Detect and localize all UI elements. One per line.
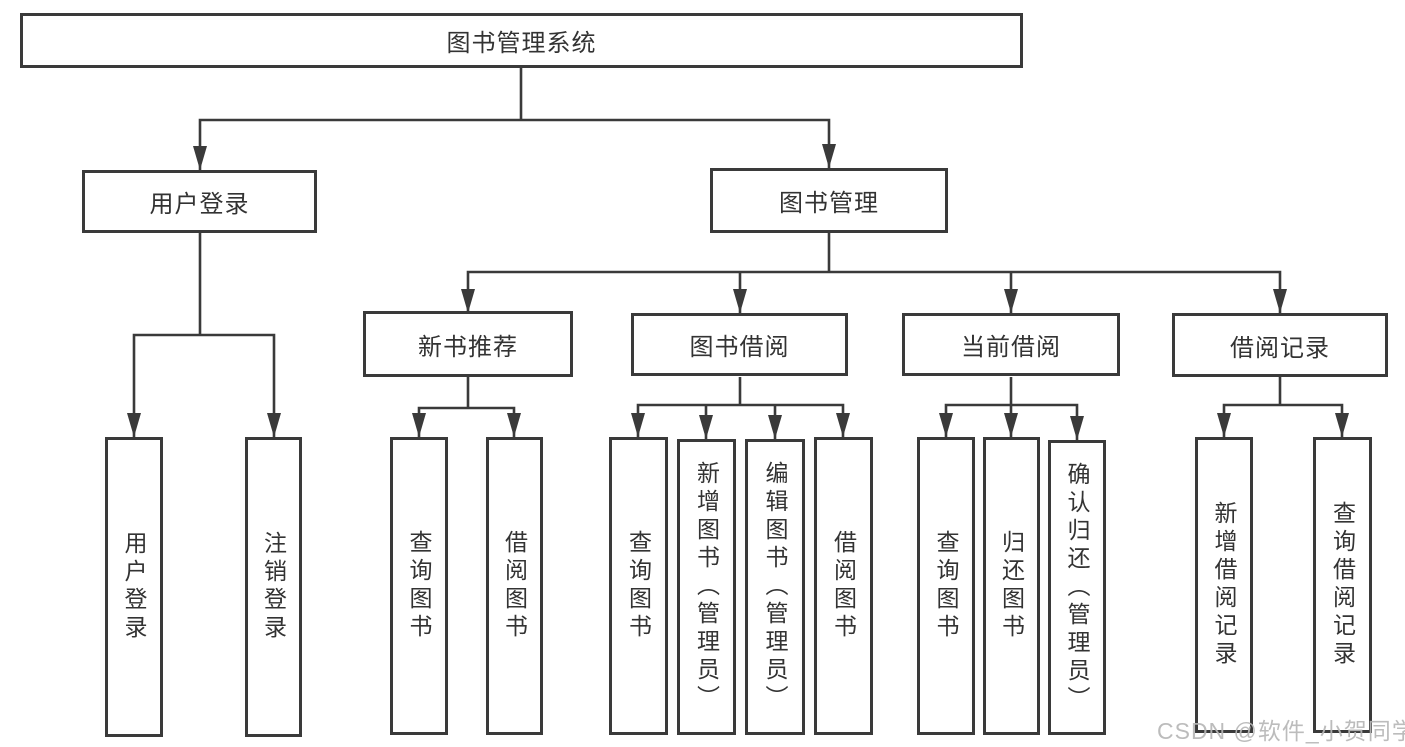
node-current-return-books: 归还图书	[983, 437, 1040, 735]
connector-current-bar	[939, 403, 1084, 440]
node-root: 图书管理系统	[20, 13, 1023, 68]
node-user-login-leaf: 用户登录	[105, 437, 163, 737]
node-newrec-borrow-books: 借阅图书	[486, 437, 543, 735]
node-book-borrowing: 图书借阅	[631, 313, 848, 376]
node-borrowing-records: 借阅记录	[1172, 313, 1388, 377]
connector-bookmgmt-bar	[461, 270, 1287, 313]
node-borrowing-query-books: 查询图书	[609, 437, 668, 735]
node-current-confirm-return-admin: 确认归还（管理员）	[1048, 440, 1106, 735]
node-logout: 注销登录	[245, 437, 302, 737]
node-user-login: 用户登录	[82, 170, 317, 233]
connector-records-children	[1217, 403, 1349, 437]
node-newrec-query-books: 查询图书	[390, 437, 448, 735]
node-book-management: 图书管理	[710, 168, 948, 233]
node-borrowing-edit-books-admin: 编辑图书（管理员）	[745, 439, 805, 735]
node-records-query-record: 查询借阅记录	[1313, 437, 1372, 733]
node-borrowing-add-books-admin: 新增图书（管理员）	[677, 439, 736, 735]
node-new-book-recommend: 新书推荐	[363, 311, 573, 377]
connector-root-to-level1	[193, 118, 836, 170]
node-current-borrowing: 当前借阅	[902, 313, 1120, 376]
node-current-query-books: 查询图书	[917, 437, 975, 735]
connector-newrec-children	[412, 406, 521, 437]
node-borrowing-borrow-books: 借阅图书	[814, 437, 873, 735]
connector-userlogin-children	[127, 333, 281, 437]
connector-borrowing-bar	[631, 403, 850, 437]
csdn-watermark: CSDN @软件_小贺同学	[1157, 718, 1405, 744]
node-records-add-record: 新增借阅记录	[1195, 437, 1253, 733]
